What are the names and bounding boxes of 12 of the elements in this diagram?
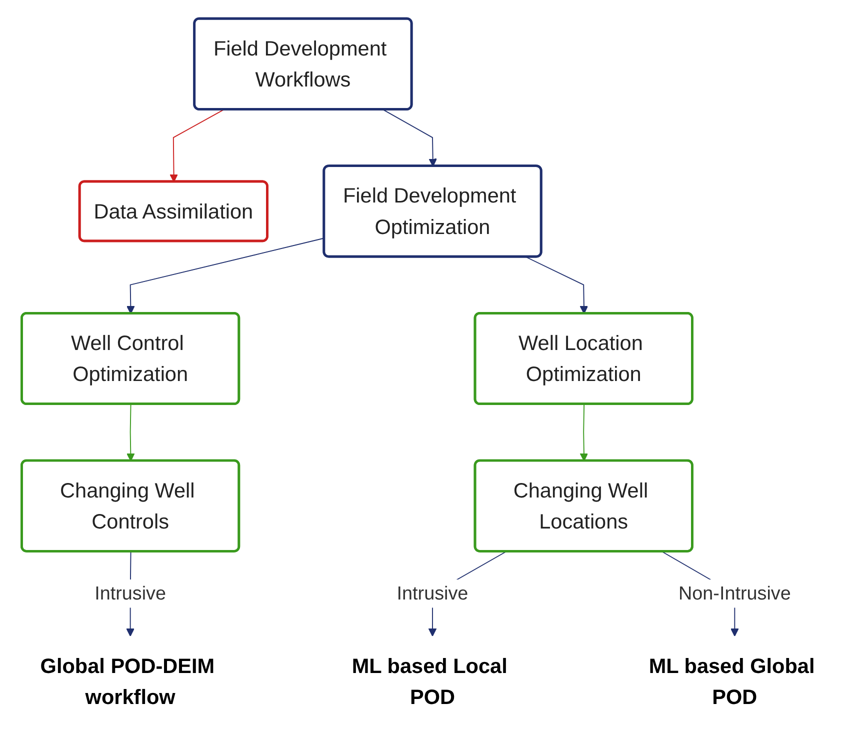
edge-label: Non-Intrusive bbox=[678, 584, 791, 604]
arrow bbox=[126, 404, 135, 462]
arrow bbox=[580, 404, 588, 462]
arrow bbox=[170, 110, 224, 183]
arrow bbox=[126, 238, 325, 314]
node-text: ML based Global POD bbox=[648, 654, 815, 710]
node-text: ML based Local POD bbox=[352, 654, 508, 710]
edge-label: Intrusive bbox=[94, 584, 166, 604]
edge-label: Intrusive bbox=[396, 584, 468, 604]
node-text: Global POD-DEIM workflow bbox=[40, 654, 215, 710]
arrow bbox=[382, 110, 437, 168]
arrow bbox=[525, 256, 588, 314]
